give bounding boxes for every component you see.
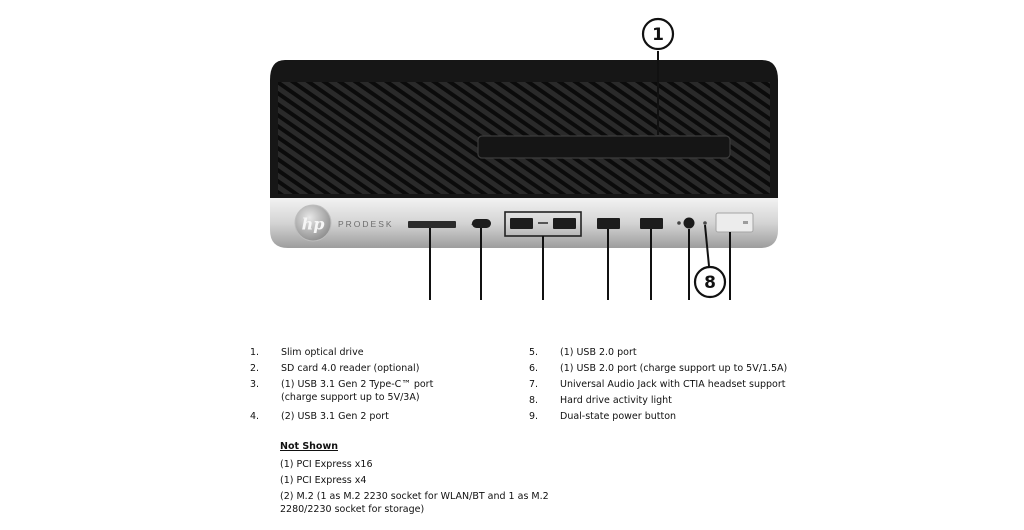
legend-num: 6. [529,363,539,374]
legend-text: Hard drive activity light [560,395,672,406]
hp-logo-text: hp [302,215,325,234]
legend-text: (charge support up to 5V/3A) [281,392,420,403]
optical-drive-bay [477,135,731,159]
pc-front-illustration: hp PRODESK ⭠ 1 2 3 4 5 6 7 8 9 [270,17,778,300]
hp-logo [294,204,332,242]
svg-text:1: 1 [652,25,664,45]
legend-text: (2) USB 3.1 Gen 2 port [281,411,389,422]
not-shown-item-1: (1) PCI Express x16 [280,459,373,470]
leader-lines [429,51,731,300]
legend-num: 3. [250,379,260,390]
audio-jack [683,217,695,229]
usb-c-port [472,219,491,228]
usb-port-a-2 [553,218,576,229]
power-button [715,212,754,233]
hdd-activity-light [703,221,707,225]
legend-num: 4. [250,411,260,422]
sd-card-slot [408,221,456,228]
callout-1: 1 [641,17,675,51]
legend-num: 2. [250,363,260,374]
not-shown-item-3-line-2: 2280/2230 socket for storage) [280,504,425,515]
legend-text: (1) USB 2.0 port [560,347,637,358]
legend-text: Universal Audio Jack with CTIA headset s… [560,379,786,390]
legend-text: (1) USB 2.0 port (charge support up to 5… [560,363,788,374]
legend-num: 8. [529,395,539,406]
power-indicator-icon [743,221,748,224]
usb-port-a-1 [510,218,533,229]
not-shown-item-2: (1) PCI Express x4 [280,475,367,486]
legend-num: 7. [529,379,539,390]
legend-text: Dual-state power button [560,411,677,422]
svg-text:8: 8 [704,273,716,293]
not-shown-title: Not Shown [280,441,338,452]
not-shown-item-3: (2) M.2 (1 as M.2 2230 socket for WLAN/B… [280,491,549,502]
headset-icon [677,221,681,225]
legend-text: (1) USB 3.1 Gen 2 Type-C™ port [281,379,434,390]
legend-num: 9. [529,411,539,422]
chassis-top [270,60,778,200]
legend-num: 1. [250,347,260,358]
superspeed-icon [538,222,548,224]
usb2-port [597,218,620,229]
legend-text: Slim optical drive [281,347,364,358]
usb2-charge-port [640,218,663,229]
model-label: PRODESK [338,219,394,229]
callout-8: 8 [693,265,727,299]
legend-num: 5. [529,347,539,358]
front-panel: hp PRODESK ⭠ [270,198,778,248]
legend-text: SD card 4.0 reader (optional) [281,363,420,374]
